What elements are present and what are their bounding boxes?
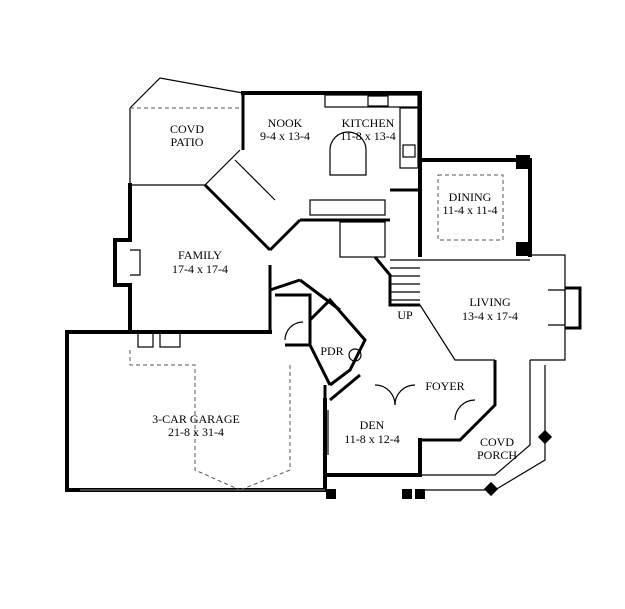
pdr-fixtures — [284, 321, 362, 362]
dining-label: DINING — [449, 190, 492, 204]
patio-label-2: PATIO — [171, 135, 204, 149]
porch-label-1: COVD — [480, 435, 514, 449]
den-label: DEN — [360, 418, 385, 432]
dining-tray-outline — [437, 174, 504, 241]
kitchen-size: 11-8 x 13-4 — [340, 129, 396, 143]
porch-outline — [420, 360, 546, 491]
family-size: 17-4 x 17-4 — [172, 262, 228, 276]
stair-up-label: UP — [397, 308, 413, 322]
nook-label: NOOK — [268, 116, 303, 130]
dining-size: 11-4 x 11-4 — [442, 203, 497, 217]
den-size: 11-8 x 12-4 — [344, 432, 400, 446]
porch-label-2: PORCH — [477, 448, 517, 462]
room-labels: COVD PATIO NOOK 9-4 x 13-4 KITCHEN 11-8 … — [152, 116, 518, 462]
interior-walls — [203, 93, 530, 406]
columns — [326, 155, 553, 499]
living-label: LIVING — [469, 295, 511, 309]
garage-size: 21-8 x 31-4 — [168, 425, 224, 439]
kitchen-fixtures — [309, 94, 419, 216]
living-size: 13-4 x 17-4 — [462, 309, 518, 323]
fireplaces — [130, 249, 582, 330]
garage-details — [80, 331, 325, 491]
family-label: FAMILY — [178, 248, 222, 262]
kitchen-label: KITCHEN — [342, 116, 395, 130]
pdr-label: PDR — [320, 344, 343, 358]
nook-size: 9-4 x 13-4 — [260, 129, 310, 143]
foyer-label: FOYER — [425, 379, 464, 393]
garage-label: 3-CAR GARAGE — [152, 412, 240, 426]
patio-label-1: COVD — [170, 122, 204, 136]
